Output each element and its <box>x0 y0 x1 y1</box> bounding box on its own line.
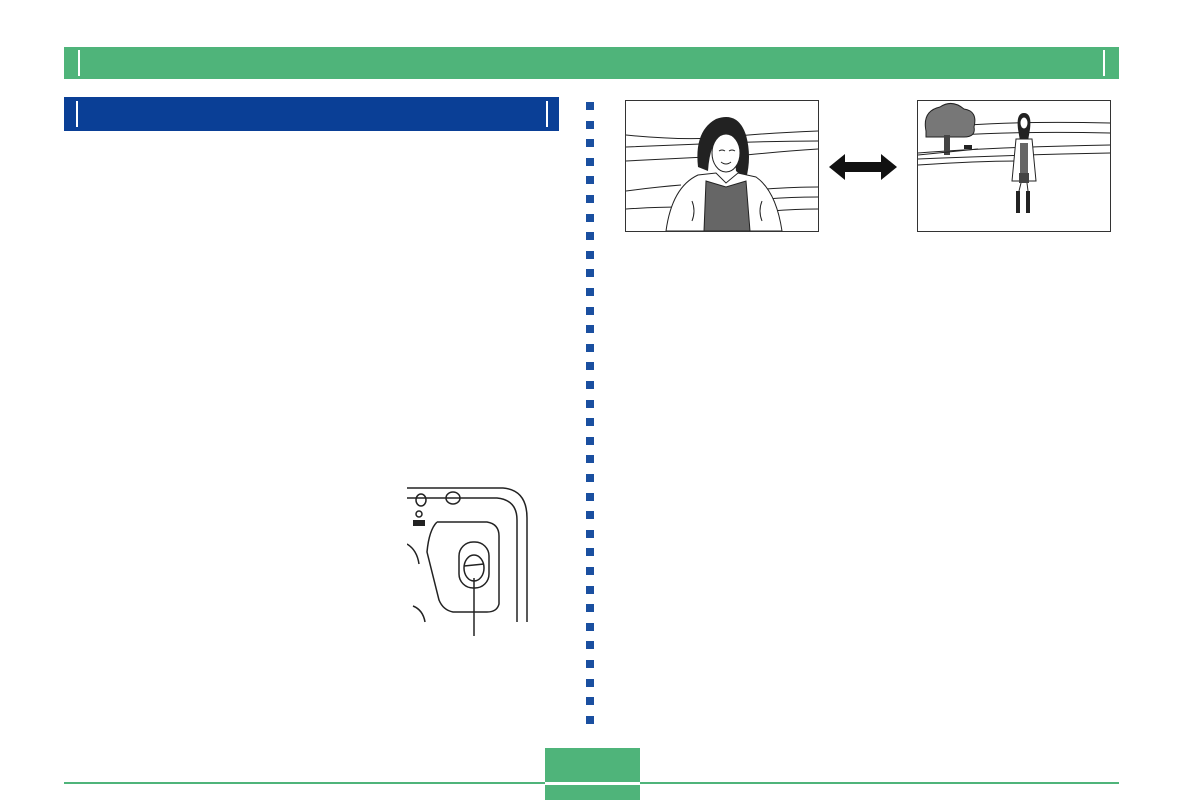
header-right-tick <box>1103 50 1105 76</box>
divider-dot <box>586 716 594 724</box>
divider-dot <box>586 455 594 463</box>
divider-dot <box>586 586 594 594</box>
divider-dot <box>586 679 594 687</box>
divider-dot <box>586 288 594 296</box>
divider-dot <box>586 307 594 315</box>
divider-dot <box>586 567 594 575</box>
divider-dot <box>586 139 594 147</box>
divider-dot <box>586 158 594 166</box>
divider-dot <box>586 400 594 408</box>
divider-dot <box>586 325 594 333</box>
divider-dot <box>586 530 594 538</box>
divider-dot <box>586 176 594 184</box>
divider-dot <box>586 437 594 445</box>
divider-dot <box>586 121 594 129</box>
divider-dot <box>586 474 594 482</box>
full-body-landscape-illustration <box>917 100 1111 232</box>
divider-dot <box>586 697 594 705</box>
divider-dot <box>586 418 594 426</box>
close-up-portrait-drawing <box>626 117 818 231</box>
divider-dot <box>586 232 594 240</box>
divider-dot <box>586 214 594 222</box>
divider-dot <box>586 660 594 668</box>
divider-dot <box>586 548 594 556</box>
divider-dot <box>586 381 594 389</box>
double-headed-arrow-icon <box>829 154 897 180</box>
divider-dot <box>586 604 594 612</box>
divider-dot <box>586 641 594 649</box>
divider-dot <box>586 102 594 110</box>
divider-dot <box>586 195 594 203</box>
divider-dot <box>586 511 594 519</box>
column-divider <box>585 102 595 742</box>
divider-dot <box>586 344 594 352</box>
full-body-landscape-drawing <box>918 103 1110 213</box>
section-header-bar <box>64 97 559 131</box>
divider-dot <box>586 623 594 631</box>
chapter-header-bar <box>64 47 1119 79</box>
page-number-tab <box>545 748 640 800</box>
header-left-tick <box>78 50 80 76</box>
section-right-tick <box>546 101 548 127</box>
divider-dot <box>586 269 594 277</box>
divider-dot <box>586 251 594 259</box>
divider-dot <box>586 493 594 501</box>
camera-focus-switch-illustration <box>407 487 528 636</box>
close-up-portrait-illustration <box>625 100 819 232</box>
divider-dot <box>586 362 594 370</box>
page-tab-divider <box>545 782 640 785</box>
section-left-tick <box>76 101 78 127</box>
